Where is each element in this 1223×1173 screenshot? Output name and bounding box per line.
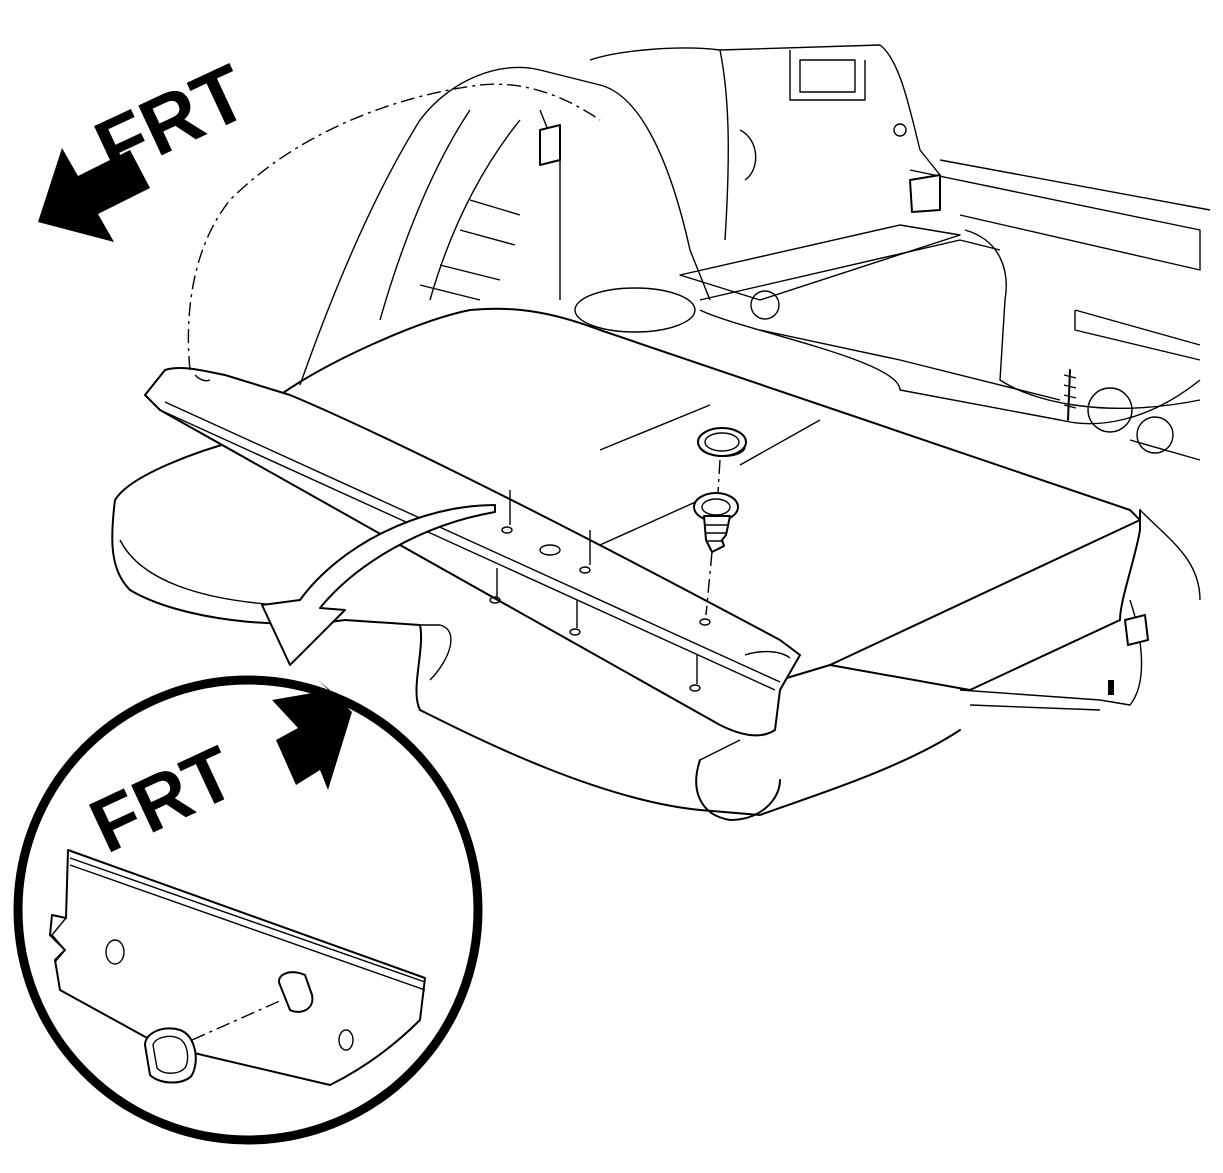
push-pin-retainer-icon [693,427,747,616]
rear-seat-cushion [111,307,1141,821]
callout-arrow [261,504,496,666]
routing-line [187,83,601,371]
vehicle-body-structure [299,44,1211,711]
retainer-grommet-icon [144,1027,197,1084]
seat-retainer-strip [144,366,801,737]
inset-front-arrow-icon [272,680,352,790]
front-direction-arrow-icon [38,148,150,242]
detail-inset [13,675,483,1145]
